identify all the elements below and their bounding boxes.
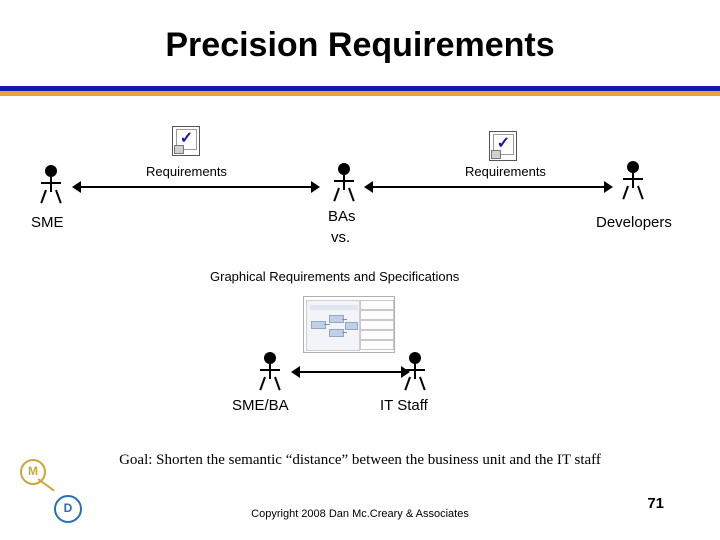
divider-blue — [0, 86, 720, 91]
figure-leg-left — [259, 376, 266, 391]
label-bas: BAs — [328, 208, 356, 225]
label-sme-ba: SME/BA — [232, 397, 289, 414]
figure-arms — [260, 369, 280, 371]
figure-arms — [41, 182, 61, 184]
figure-leg-left — [622, 185, 629, 200]
figure-leg-right — [55, 189, 62, 204]
label-developers: Developers — [596, 214, 672, 231]
thumb-node — [329, 329, 344, 337]
label-requirements-left: Requirements — [146, 164, 227, 179]
figure-body — [50, 177, 52, 192]
thumb-toolbar — [310, 305, 358, 310]
caption-graphical-requirements: Graphical Requirements and Specification… — [210, 269, 460, 284]
figure-head — [338, 163, 350, 175]
figure-body — [414, 364, 416, 379]
doc-corner-glyph — [174, 145, 184, 154]
arrow-head-left — [364, 181, 373, 193]
page-title: Precision Requirements — [165, 26, 555, 64]
figure-body — [632, 173, 634, 188]
figure-head — [45, 165, 57, 177]
divider-gold — [0, 91, 720, 96]
arrow-bas-developers — [364, 181, 613, 193]
figure-leg-left — [333, 187, 340, 202]
thumb-connector — [342, 332, 347, 333]
thumb-node — [345, 322, 358, 330]
stick-figure-it-staff — [400, 352, 430, 392]
graphical-requirements-screenshot — [303, 296, 395, 353]
arrow-sme-ba-it-staff — [291, 366, 410, 378]
arrow-head-left — [72, 181, 81, 193]
label-sme: SME — [31, 214, 64, 231]
arrow-head-left — [291, 366, 300, 378]
check-glyph: ✓ — [493, 134, 514, 155]
thumb-list-row — [360, 340, 394, 350]
arrow-head-right — [401, 366, 410, 378]
figure-leg-left — [40, 189, 47, 204]
figure-leg-right — [274, 376, 281, 391]
arrow-shaft — [299, 371, 402, 373]
doc-corner-glyph — [491, 150, 501, 159]
checklist-document-icon-right: ✓ — [489, 131, 517, 161]
thumb-diagram-pane — [306, 300, 360, 351]
figure-head — [409, 352, 421, 364]
thumb-list-row — [360, 310, 394, 320]
arrow-head-right — [604, 181, 613, 193]
thumb-list-row — [360, 320, 394, 330]
stick-figure-developers — [618, 161, 648, 201]
figure-head — [264, 352, 276, 364]
arrow-head-right — [311, 181, 320, 193]
figure-leg-right — [637, 185, 644, 200]
arrow-sme-bas — [72, 181, 320, 193]
figure-body — [343, 175, 345, 190]
arrow-shaft — [80, 186, 312, 188]
stick-figure-sme-ba — [255, 352, 285, 392]
badge-d[interactable]: D — [54, 495, 82, 523]
thumb-list-row — [360, 300, 394, 310]
figure-leg-right — [348, 187, 355, 202]
stick-figure-bas — [329, 163, 359, 203]
thumb-list-pane — [360, 300, 394, 350]
figure-leg-right — [419, 376, 426, 391]
label-it-staff: IT Staff — [380, 397, 428, 414]
thumb-connector — [324, 324, 330, 325]
arrow-shaft — [372, 186, 605, 188]
figure-arms — [623, 178, 643, 180]
check-glyph: ✓ — [176, 129, 197, 150]
page-number: 71 — [647, 495, 664, 512]
stick-figure-sme — [36, 165, 66, 205]
badge-connector — [37, 478, 55, 492]
thumb-connector — [342, 319, 347, 320]
copyright-text: Copyright 2008 Dan Mc.Creary & Associate… — [251, 508, 469, 520]
figure-arms — [405, 369, 425, 371]
figure-body — [269, 364, 271, 379]
thumb-node — [311, 321, 326, 329]
figure-head — [627, 161, 639, 173]
figure-arms — [334, 180, 354, 182]
checklist-document-icon-left: ✓ — [172, 126, 200, 156]
thumb-list-row — [360, 330, 394, 340]
label-bas-vs: vs. — [331, 229, 351, 246]
goal-statement: Goal: Shorten the semantic “distance” be… — [119, 452, 601, 468]
label-requirements-right: Requirements — [465, 164, 546, 179]
figure-leg-left — [404, 376, 411, 391]
